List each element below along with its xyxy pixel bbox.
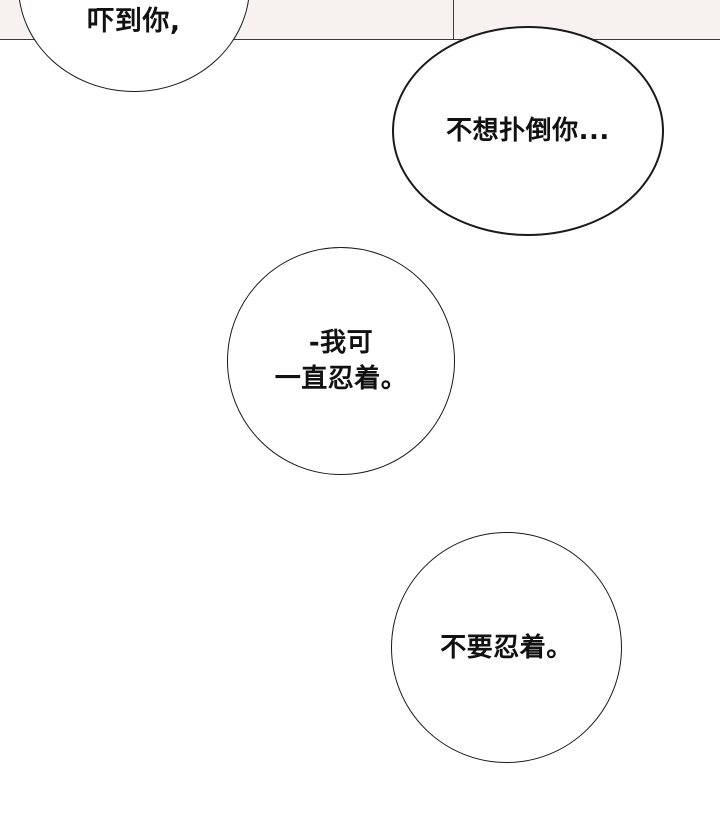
speech-bubble-4-text: 不要忍着。 — [440, 630, 573, 666]
speech-bubble-2: 不想扑倒你... — [392, 26, 664, 236]
speech-bubble-3-text: -我可 一直忍着。 — [275, 325, 408, 397]
speech-bubble-3-line-2: 一直忍着。 — [274, 364, 408, 394]
speech-bubble-4-line-1: 不要忍着。 — [440, 632, 573, 663]
speech-bubble-3: -我可 一直忍着。 — [227, 247, 455, 475]
speech-bubble-1: 吓到你, — [18, 0, 250, 92]
speech-bubble-3-line-1: -我可 — [308, 328, 374, 358]
panel-divider — [453, 0, 454, 40]
speech-bubble-1-text: 吓到你, — [19, 7, 249, 37]
speech-bubble-2-text: 不想扑倒你... — [446, 113, 610, 149]
speech-bubble-2-line-1: 不想扑倒你... — [446, 116, 610, 146]
speech-bubble-4: 不要忍着。 — [391, 532, 622, 763]
speech-bubble-1-line-1: 吓到你, — [87, 6, 181, 37]
